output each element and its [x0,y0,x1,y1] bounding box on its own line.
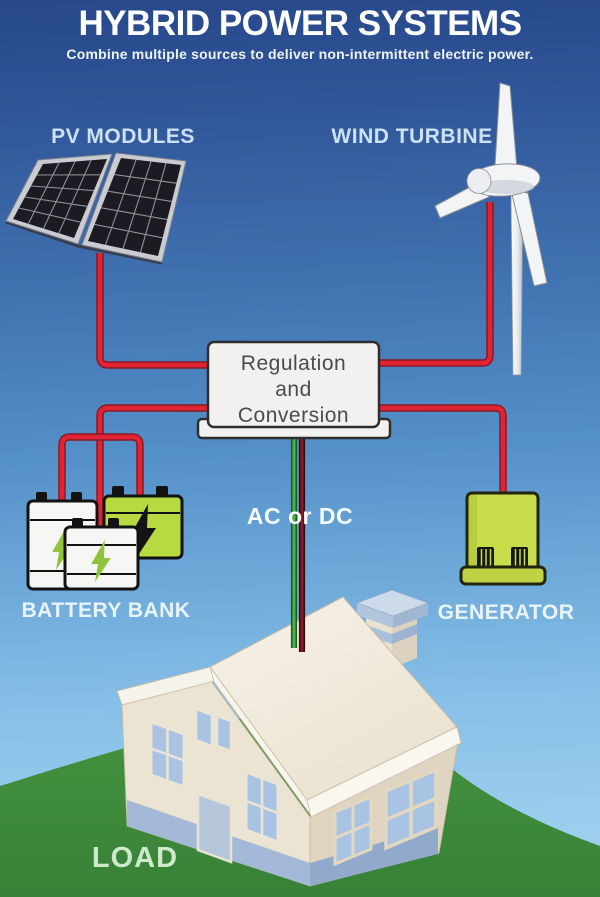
battery-bank-icon [26,486,184,591]
regulation-box [196,340,392,440]
wire-turbine-to-regulation [379,202,494,367]
page-title: HYBRID POWER SYSTEMS [78,4,522,43]
battery-bank-label: BATTERY BANK [21,599,191,622]
windows [149,707,438,867]
house-icon [116,589,462,887]
pv-modules-label: PV MODULES [51,125,195,148]
regulation-line-2: and [275,378,312,401]
wind-turbine-icon [434,82,548,376]
generator-label: GENERATOR [437,601,575,624]
door [196,792,233,864]
solar-panels-icon [5,152,187,265]
wire-regulation-to-generator [379,404,507,494]
battery-front [63,518,140,591]
generator-icon [459,491,547,586]
power-wires-red [58,202,507,534]
regulation-line-1: Regulation [240,352,347,375]
ac-or-dc-label: AC or DC [246,503,354,529]
roof-fascia-front [306,726,462,818]
regulation-line-3: Conversion [237,404,350,427]
wire-ac-dc-output [290,431,306,652]
page-subtitle: Combine multiple sources to deliver non-… [66,46,534,62]
wire-pv-to-regulation [96,253,209,369]
load-label: LOAD [91,842,179,874]
wire-regulation-to-battery [58,404,209,534]
roof-fascia-gable [209,666,313,818]
wind-turbine-label: WIND TURBINE [331,125,493,148]
regulation-box-text: Regulation and Conversion [208,351,379,429]
